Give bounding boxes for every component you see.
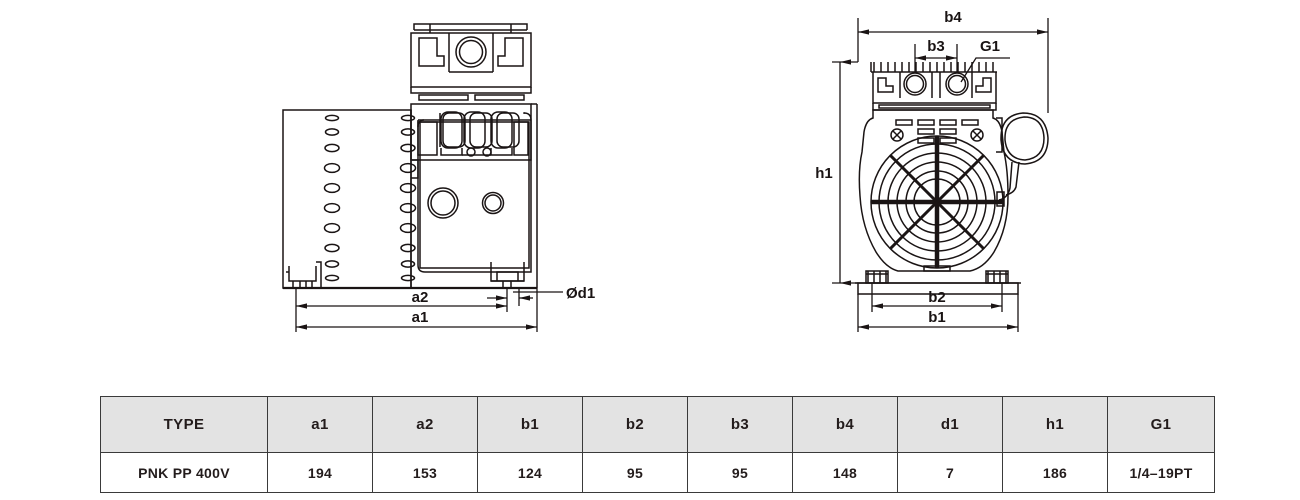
dim-label-g1: G1 <box>980 38 1000 55</box>
cell-b1: 124 <box>477 452 583 493</box>
table-row: PNK PP 400V 194 153 124 95 95 148 7 186 … <box>100 452 1215 493</box>
cell-b2: 95 <box>582 452 688 493</box>
side-view-drawing <box>282 23 538 290</box>
spec-table: TYPE a1 a2 b1 b2 b3 b4 d1 h1 G1 PNK PP 4… <box>100 396 1215 493</box>
cell-g1: 1/4–19PT <box>1107 452 1215 493</box>
column-header-a1: a1 <box>267 396 373 453</box>
cooling-fin-slots <box>323 114 417 282</box>
cell-type: PNK PP 400V <box>100 452 268 493</box>
cell-a1: 194 <box>267 452 373 493</box>
dim-label-b1: b1 <box>928 309 946 326</box>
drawing-area: a2 a1 Ød1 <box>282 9 1049 332</box>
cell-d1: 7 <box>897 452 1003 493</box>
dim-label-a1: a1 <box>412 309 429 326</box>
column-header-type: TYPE <box>100 396 268 453</box>
dim-label-d1: Ød1 <box>566 285 595 302</box>
column-header-b3: b3 <box>687 396 793 453</box>
column-header-b2: b2 <box>582 396 688 453</box>
dim-label-a2: a2 <box>412 289 429 306</box>
dim-label-b3: b3 <box>927 38 945 55</box>
spec-table-container: TYPE a1 a2 b1 b2 b3 b4 d1 h1 G1 PNK PP 4… <box>100 396 1215 493</box>
front-view-dimensions <box>832 18 1049 332</box>
dim-label-h1: h1 <box>815 165 833 182</box>
column-header-h1: h1 <box>1002 396 1108 453</box>
side-view-dimensions <box>295 288 563 332</box>
front-view-drawing <box>855 62 1049 295</box>
column-header-b1: b1 <box>477 396 583 453</box>
column-header-a2: a2 <box>372 396 478 453</box>
cell-b3: 95 <box>687 452 793 493</box>
cell-h1: 186 <box>1002 452 1108 493</box>
cell-a2: 153 <box>372 452 478 493</box>
column-header-b4: b4 <box>792 396 898 453</box>
dim-label-b4: b4 <box>944 9 962 26</box>
dim-label-b2: b2 <box>928 289 946 306</box>
column-header-d1: d1 <box>897 396 1003 453</box>
table-header-row: TYPE a1 a2 b1 b2 b3 b4 d1 h1 G1 <box>100 396 1215 453</box>
column-header-g1: G1 <box>1107 396 1215 453</box>
cell-b4: 148 <box>792 452 898 493</box>
